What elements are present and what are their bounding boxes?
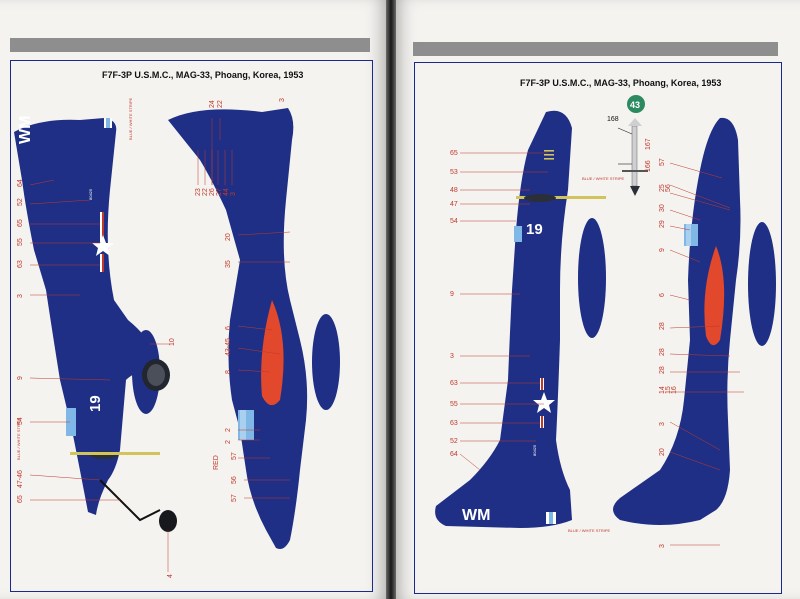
lv1-callout-5: 3 <box>17 294 24 298</box>
left-view1-callouts <box>29 179 170 572</box>
rv1-callout-7: 63 <box>450 380 458 387</box>
lv1-callout-4: 63 <box>17 260 24 268</box>
rv1-callout-3: 47 <box>450 201 458 208</box>
pylon-store-detail <box>617 118 648 196</box>
lv1-callout-0: 64 <box>17 179 24 187</box>
lv1-callout-6: 9 <box>17 376 24 380</box>
rv1-callout-12: 168 <box>607 116 619 123</box>
rv1-callout-9: 63 <box>450 420 458 427</box>
left-stripe-note-1: BLUE / WHITE STRIPE <box>128 97 133 140</box>
lv2-callout-15: 2 <box>225 440 232 444</box>
right-stripe-note-2: BLUE / WHITE STRIPE <box>568 528 611 533</box>
lv2-callout-0: 3 <box>279 98 286 102</box>
left-aircraft-side-view <box>14 118 177 532</box>
lv2-callout-11: 6 <box>225 326 232 330</box>
rv2-callout-9: 28 <box>659 366 666 374</box>
rv2-callout-13: 3 <box>659 422 666 426</box>
left-view2-callouts <box>197 118 291 499</box>
rv2-callout-2: 56 <box>665 184 672 192</box>
lv1-callout-1: 52 <box>17 198 24 206</box>
lv2-callout-9: 20 <box>225 233 232 241</box>
right-bureau-number-text: 80425 <box>532 444 537 456</box>
rv2-callout-8: 28 <box>659 348 666 356</box>
right-page-frame <box>414 62 782 594</box>
rv1-callout-13: 167 <box>645 138 652 150</box>
lv1-callout-2: 65 <box>17 219 24 227</box>
right-tail-code-text: WM <box>462 507 490 524</box>
rv1-callout-6: 3 <box>450 353 454 360</box>
right-side-number-text: 19 <box>526 221 543 238</box>
rv1-callout-0: 65 <box>450 150 458 157</box>
rv1-callout-4: 54 <box>450 218 458 225</box>
left-red-note: RED <box>213 455 220 470</box>
lv2-callout-13: 8 <box>225 370 232 374</box>
lv2-callout-14: 2 <box>225 428 232 432</box>
lv2-callout-5: 26 <box>209 188 216 196</box>
right-view1-callouts <box>459 152 548 471</box>
left-stripe-note-2: BLUE / WHITE STRIPE <box>16 417 21 460</box>
rv1-callout-8: 55 <box>450 401 458 408</box>
rv2-callout-1: 25 <box>659 184 666 192</box>
lv1-callout-9: 65 <box>17 495 24 503</box>
left-aircraft-top-view <box>168 108 340 549</box>
lv2-callout-3: 23 <box>195 188 202 196</box>
left-page-title: F7F-3P U.S.M.C., MAG-33, Phoang, Korea, … <box>102 70 304 80</box>
left-side-number-text: 19 <box>87 395 104 412</box>
rv1-callout-5: 9 <box>450 291 454 298</box>
rv2-callout-5: 9 <box>659 248 666 252</box>
rv2-callout-6: 6 <box>659 293 666 297</box>
rv1-callout-2: 48 <box>450 187 458 194</box>
rv2-callout-4: 29 <box>659 220 666 228</box>
lv2-callout-6: 27 <box>216 188 223 196</box>
lv2-callout-7: 44 <box>223 188 230 196</box>
rv2-callout-0: 57 <box>659 158 666 166</box>
rv1-callout-11: 64 <box>450 451 458 458</box>
right-aircraft-top-view <box>613 117 776 525</box>
rv2-callout-14: 20 <box>659 448 666 456</box>
sheet-number-badge <box>627 95 645 113</box>
lv2-callout-2: 22 <box>217 100 224 108</box>
rv2-callout-12: 16 <box>671 386 678 394</box>
rv1-callout-14: 166 <box>645 160 652 172</box>
lv2-callout-17: 56 <box>231 476 238 484</box>
lv1-callout-8: 47-46 <box>17 470 24 488</box>
lv2-callout-18: 57 <box>231 494 238 502</box>
lv1-callout-3: 55 <box>17 238 24 246</box>
rv1-callout-1: 53 <box>450 169 458 176</box>
rv1-callout-10: 52 <box>450 438 458 445</box>
left-tail-code-text: WM <box>17 116 34 144</box>
left-header-bar <box>10 38 370 52</box>
right-page-title: F7F-3P U.S.M.C., MAG-33, Phoang, Korea, … <box>520 78 722 88</box>
lv1-callout-11: 4 <box>167 574 174 578</box>
lv2-callout-8: 3 <box>230 192 237 196</box>
rv2-callout-7: 28 <box>659 322 666 330</box>
rv2-callout-11: 15 <box>665 386 672 394</box>
left-bureau-number-text: 80425 <box>88 188 93 200</box>
rv2-callout-15: 3 <box>659 544 666 548</box>
right-aircraft-side-view <box>435 110 606 528</box>
book-gutter <box>386 0 396 599</box>
rv2-callout-10: 14 <box>659 386 666 394</box>
lv2-callout-4: 22 <box>202 188 209 196</box>
lv1-callout-10: 10 <box>169 338 176 346</box>
lv2-callout-12: 43-45 <box>225 338 232 356</box>
left-page-frame <box>10 60 373 592</box>
lv2-callout-1: 24 <box>209 100 216 108</box>
rv2-callout-3: 30 <box>659 204 666 212</box>
right-header-bar <box>413 42 778 56</box>
sheet-number-text: 43 <box>630 100 640 110</box>
right-view2-callouts <box>669 162 744 546</box>
lv1-callout-7: 54 <box>17 417 24 425</box>
right-stripe-note-1: BLUE / WHITE STRIPE <box>582 176 625 181</box>
lv2-callout-16: 57 <box>231 452 238 460</box>
lv2-callout-10: 35 <box>225 260 232 268</box>
